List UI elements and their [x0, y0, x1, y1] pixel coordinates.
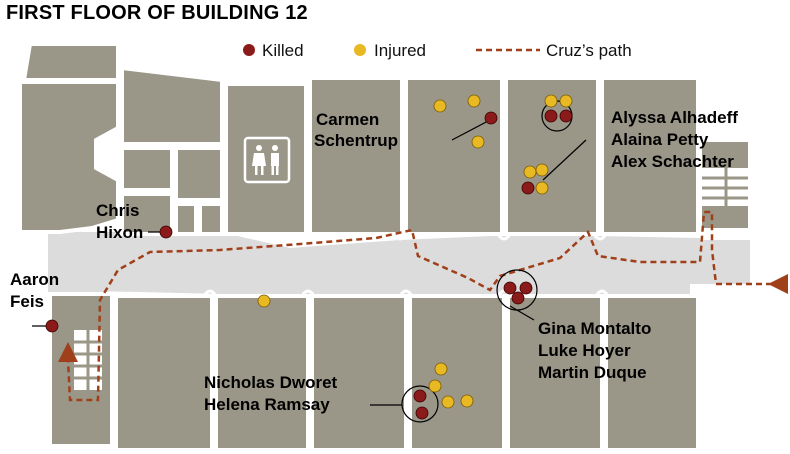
killed-dot — [484, 111, 498, 125]
legend-killed-label: Killed — [262, 41, 304, 60]
room-carmen — [308, 76, 404, 236]
room-restroom — [224, 82, 308, 236]
killed-dot — [559, 109, 573, 123]
label-alyssa-3: Alex Schachter — [611, 152, 734, 171]
killed-dot — [544, 109, 558, 123]
label-chris-1: Chris — [96, 201, 139, 220]
killed-markers — [45, 109, 573, 420]
label-chris-2: Hixon — [96, 223, 143, 242]
killed-dot — [521, 181, 535, 195]
room-classroom-top-5 — [600, 76, 700, 236]
injured-dot — [257, 294, 271, 308]
killed-dot — [159, 225, 173, 239]
leader-lines — [32, 119, 587, 406]
room-office-c — [174, 146, 224, 202]
room-nicholas — [408, 294, 506, 452]
room-office-a — [120, 65, 224, 146]
label-alyssa-2: Alaina Petty — [611, 130, 709, 149]
rooms-bottom — [48, 292, 700, 452]
legend: Killed Injured Cruz’s path — [243, 41, 632, 60]
injured-dot — [428, 379, 442, 393]
victim-labels: Carmen Schentrup Alyssa Alhadeff Alaina … — [10, 108, 738, 414]
restroom-icon — [243, 136, 291, 184]
legend-injured-icon — [354, 44, 366, 56]
label-nicholas-1: Nicholas Dworet — [204, 373, 338, 392]
entry-arrow-icon — [768, 274, 788, 294]
room-classroom-bottom-2 — [214, 294, 310, 452]
injured-dot — [523, 165, 537, 179]
room-gina — [506, 294, 604, 452]
label-alyssa-1: Alyssa Alhadeff — [611, 108, 738, 127]
room-office-f — [198, 202, 224, 236]
map-title: FIRST FLOOR OF BUILDING 12 — [6, 2, 308, 24]
stairs-icon — [698, 138, 752, 232]
label-carmen-1: Carmen — [316, 110, 379, 129]
rooms-top — [18, 42, 700, 236]
injured-dot — [544, 94, 558, 108]
label-aaron-2: Feis — [10, 292, 44, 311]
injured-markers — [257, 94, 573, 409]
injured-dot — [433, 99, 447, 113]
killed-dot — [45, 319, 59, 333]
room-classroom-bottom-1 — [114, 294, 214, 452]
legend-injured-label: Injured — [374, 41, 426, 60]
legend-killed-icon — [243, 44, 255, 56]
corridor — [50, 232, 750, 305]
injured-dot — [535, 181, 549, 195]
label-gina-3: Martin Duque — [538, 363, 647, 382]
exit-arrow-icon — [58, 342, 78, 362]
killed-dot — [519, 281, 533, 295]
killed-dot — [511, 291, 525, 305]
injured-dot — [471, 135, 485, 149]
injured-dot — [434, 362, 448, 376]
label-gina-2: Luke Hoyer — [538, 341, 631, 360]
injured-dot — [559, 94, 573, 108]
room-classroom-top-3 — [404, 76, 504, 236]
killed-dot — [503, 281, 517, 295]
room-nw-corner — [21, 42, 120, 82]
corridor-left — [48, 232, 108, 292]
label-nicholas-2: Helena Ramsay — [204, 395, 330, 414]
label-gina-1: Gina Montalto — [538, 319, 651, 338]
cruz-path — [66, 210, 772, 402]
injured-dot — [460, 394, 474, 408]
room-office-b — [120, 146, 174, 192]
room-office-d — [120, 192, 174, 236]
room-office-e — [174, 202, 198, 236]
injured-dot — [467, 94, 481, 108]
injured-dot — [441, 395, 455, 409]
label-aaron-1: Aaron — [10, 270, 59, 289]
killed-dot — [415, 406, 429, 420]
room-classroom-bottom-6 — [604, 294, 700, 452]
killed-dot — [413, 389, 427, 403]
injured-dot — [535, 163, 549, 177]
label-carmen-2: Schentrup — [314, 131, 398, 150]
room-classroom-bottom-3 — [310, 294, 408, 452]
room-nw-large — [18, 80, 120, 234]
door-notches — [202, 233, 610, 297]
legend-path-label: Cruz’s path — [546, 41, 632, 60]
